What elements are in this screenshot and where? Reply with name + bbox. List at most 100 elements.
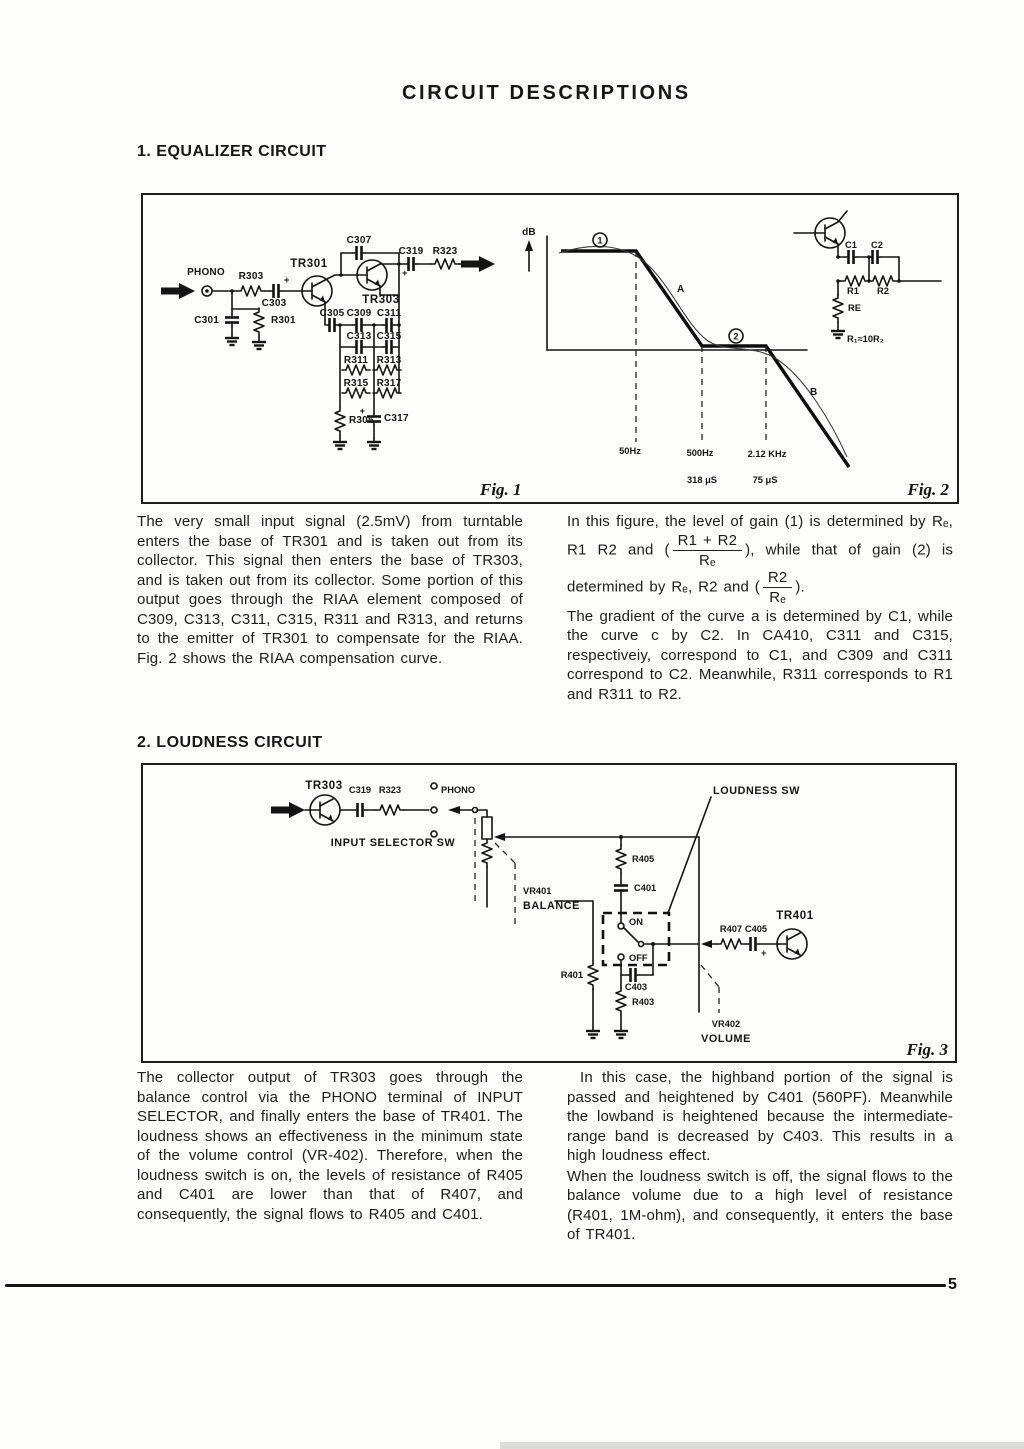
tick-50hz: 50Hz — [619, 446, 641, 456]
fig3-volume-output-stage: R407 C405 + TR401 VR402 VOLUME — [698, 836, 814, 1045]
fig3-loudness-network: R405 C401 ON OFF C403 — [554, 785, 800, 1040]
formula-text-b: ), while that of gain (2) is determined … — [567, 540, 953, 595]
label-off: OFF — [629, 953, 648, 963]
resistor-r315 — [341, 387, 371, 399]
fig1-input-stage: PHONO R303 + C303 C301 R301 — [161, 267, 304, 351]
capacitor-c405 — [745, 935, 761, 953]
section1-heading: 1. EQUALIZER CIRCUIT — [137, 143, 327, 160]
signal-out-arrow-icon — [461, 256, 495, 272]
label-r403: R403 — [632, 997, 654, 1007]
capacitor-c307 — [351, 244, 367, 262]
ground-symbol — [331, 436, 349, 451]
ground-symbol — [365, 436, 383, 451]
capacitor-c403 — [625, 966, 641, 984]
section1-right-paragraph-1: In this figure, the level of gain (1) is… — [567, 512, 953, 606]
label-r1-10r2-note: R₁≈10R₂ — [847, 334, 884, 344]
label-c317-plus: + — [360, 406, 366, 416]
label-r313: R313 — [377, 355, 402, 366]
section2-left-paragraph: The collector output of TR303 goes throu… — [137, 1069, 523, 1223]
fig2-gain-network-schematic: C1 C2 R1 R2 RE — [793, 210, 942, 344]
label-c319-plus: + — [402, 268, 408, 278]
section2-heading: 2. LOUDNESS CIRCUIT — [137, 734, 323, 751]
ground-symbol — [829, 325, 847, 340]
resistor-r301 — [253, 307, 265, 337]
fig3-caption: Fig. 3 — [905, 1040, 948, 1059]
label-c405-plus: + — [761, 948, 767, 958]
gain-point-1: 1 — [597, 236, 602, 246]
label-c313: C313 — [347, 331, 372, 342]
label-loudness-sw: LOUDNESS SW — [713, 785, 800, 797]
label-r323: R323 — [433, 246, 458, 257]
capacitor-c1 — [843, 248, 859, 266]
label-input-selector-sw: INPUT SELECTOR SW — [331, 837, 456, 849]
label-c301: C301 — [194, 315, 219, 326]
resistor-r323 — [430, 258, 460, 270]
resistor-r317 — [372, 387, 402, 399]
transistor-tr401 — [776, 928, 808, 960]
label-r405: R405 — [632, 854, 654, 864]
resistor-r405 — [615, 844, 627, 874]
capacitor-c2 — [867, 248, 883, 266]
ground-symbol — [250, 336, 268, 351]
tick-318us: 318 μS — [687, 475, 717, 485]
fig2-caption: Fig. 2 — [906, 480, 949, 499]
capacitor-c401 — [612, 880, 630, 896]
label-r311: R311 — [344, 355, 368, 366]
signal-in-arrow-icon — [271, 802, 305, 818]
page-title: CIRCUIT DESCRIPTIONS — [402, 82, 691, 104]
tick-500hz: 500Hz — [687, 448, 714, 458]
resistor-r313 — [372, 364, 402, 376]
resistor-r323 — [375, 804, 405, 816]
resistor-r303 — [236, 285, 266, 297]
resistor-r305 — [334, 406, 346, 436]
label-tr401: TR401 — [776, 910, 814, 922]
label-re: RE — [848, 303, 861, 313]
label-c315: C315 — [377, 331, 402, 342]
section2-right-column: In this case, the highband portion of th… — [567, 1068, 953, 1246]
fig3-diagram: TR303 C319 R323 PHONO INPUT SELECTOR SW — [271, 780, 948, 1059]
label-balance: BALANCE — [523, 900, 580, 912]
footer-rule — [5, 1284, 946, 1287]
capacitor-c315 — [381, 338, 397, 356]
tick-2-12khz: 2.12 KHz — [748, 449, 787, 459]
section1-right-column: In this figure, the level of gain (1) is… — [567, 512, 953, 705]
section1-right-paragraph-2: The gradient of the curve a is determine… — [567, 607, 953, 703]
label-c309: C309 — [347, 308, 372, 319]
section2-right-paragraph-2: When the loudness switch is off, the sig… — [567, 1167, 953, 1244]
label-phono: PHONO — [187, 267, 225, 278]
label-r407: R407 — [720, 924, 742, 934]
resistor-r407 — [716, 938, 746, 950]
section1-left-column: The very small input signal (2.5mV) from… — [137, 512, 523, 669]
section2-right-paragraph-1: In this case, the highband portion of th… — [567, 1069, 953, 1164]
label-r1: R1 — [847, 286, 859, 296]
formula-text-c: ). — [795, 577, 805, 595]
label-c405: C405 — [745, 924, 767, 934]
formula-text-a: In this figure, the level of gain (1) is… — [567, 513, 953, 558]
label-r303: R303 — [239, 271, 264, 282]
capacitor-c305 — [324, 316, 340, 334]
label-c1: C1 — [845, 240, 857, 250]
fraction-denominator: Rₑ — [699, 551, 716, 569]
label-r305: R305 — [349, 415, 374, 426]
label-vr402: VR402 — [712, 1019, 740, 1029]
label-tr301: TR301 — [290, 258, 328, 270]
label-on: ON — [629, 917, 643, 927]
label-r2: R2 — [877, 286, 889, 296]
ground-symbol — [612, 1025, 630, 1040]
transistor-tr301 — [301, 275, 333, 307]
capacitor-c303 — [268, 282, 284, 300]
fig1-amplifier-stage: TR301 C307 TR303 C319 + R323 — [290, 235, 495, 307]
fig3-balance-control: VR401 BALANCE — [481, 816, 700, 927]
figure-box-equalizer: PHONO R303 + C303 C301 R301 — [141, 193, 959, 504]
label-c403: C403 — [625, 982, 647, 992]
capacitor-c301 — [223, 312, 241, 328]
label-c317: C317 — [384, 413, 409, 424]
label-c2: C2 — [871, 240, 883, 250]
ground-symbol — [584, 1025, 602, 1040]
label-r301: R301 — [271, 315, 296, 326]
fraction-numerator: R2 — [762, 569, 793, 588]
label-tr303: TR303 — [305, 780, 343, 792]
capacitor-c319 — [352, 801, 368, 819]
